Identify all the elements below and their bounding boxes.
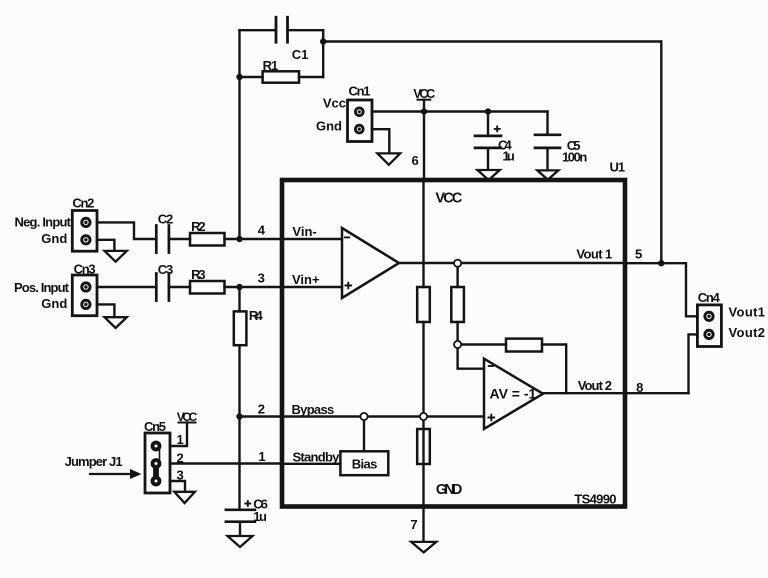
- svg-text:GND: GND: [436, 482, 463, 498]
- svg-text:5: 5: [635, 247, 642, 262]
- svg-text:Pos. Input: Pos. Input: [14, 280, 70, 295]
- svg-text:VCC: VCC: [177, 410, 198, 424]
- svg-text:Jumper J1: Jumper J1: [65, 454, 123, 469]
- svg-text:1u: 1u: [253, 509, 267, 524]
- svg-text:R2: R2: [191, 219, 206, 234]
- svg-text:C4: C4: [498, 138, 512, 153]
- svg-text:Vout2: Vout2: [729, 325, 766, 340]
- svg-text:6: 6: [412, 153, 419, 168]
- svg-text:1: 1: [258, 449, 265, 464]
- svg-text:U1: U1: [610, 160, 626, 175]
- svg-text:Vout1: Vout1: [729, 304, 766, 319]
- svg-text:Bias: Bias: [352, 457, 378, 472]
- svg-text:R4: R4: [249, 308, 264, 323]
- svg-text:C5: C5: [567, 138, 581, 153]
- svg-text:Cn3: Cn3: [74, 262, 96, 277]
- svg-text:Vin-: Vin-: [292, 224, 316, 239]
- svg-text:C1: C1: [292, 47, 309, 62]
- svg-text:Gnd: Gnd: [41, 231, 67, 246]
- svg-text:Vin+: Vin+: [292, 272, 320, 287]
- svg-text:Bypass: Bypass: [292, 402, 335, 417]
- svg-text:3: 3: [177, 468, 184, 483]
- svg-text:Gnd: Gnd: [316, 119, 342, 134]
- svg-text:Cn2: Cn2: [72, 195, 94, 210]
- svg-text:VCC: VCC: [413, 87, 435, 101]
- svg-text:R1: R1: [263, 58, 279, 73]
- svg-text:Vout 1: Vout 1: [576, 247, 612, 262]
- svg-text:1u: 1u: [503, 149, 515, 164]
- svg-text:Gnd: Gnd: [41, 296, 67, 311]
- svg-text:Vcc: Vcc: [323, 96, 346, 111]
- svg-text:Standby: Standby: [293, 450, 341, 465]
- svg-text:C3: C3: [158, 262, 174, 277]
- svg-text:7: 7: [410, 517, 417, 532]
- svg-text:Neg. Input: Neg. Input: [15, 215, 72, 230]
- svg-text:3: 3: [258, 271, 265, 286]
- svg-text:100n: 100n: [562, 150, 587, 165]
- svg-text:Vout 2: Vout 2: [578, 378, 612, 393]
- svg-text:AV = -1: AV = -1: [490, 386, 537, 402]
- svg-text:1: 1: [177, 432, 184, 447]
- svg-text:TS4990: TS4990: [574, 492, 616, 507]
- svg-text:8: 8: [636, 380, 643, 395]
- svg-text:4: 4: [258, 223, 266, 238]
- svg-text:R3: R3: [191, 267, 206, 282]
- svg-text:2: 2: [258, 402, 265, 417]
- svg-text:VCC: VCC: [435, 190, 463, 206]
- svg-text:Cn4: Cn4: [698, 290, 721, 305]
- svg-text:Cn5: Cn5: [144, 419, 166, 434]
- svg-text:C2: C2: [158, 212, 174, 227]
- svg-text:2: 2: [177, 450, 184, 465]
- svg-text:C6: C6: [253, 496, 267, 511]
- svg-text:Cn1: Cn1: [349, 84, 371, 99]
